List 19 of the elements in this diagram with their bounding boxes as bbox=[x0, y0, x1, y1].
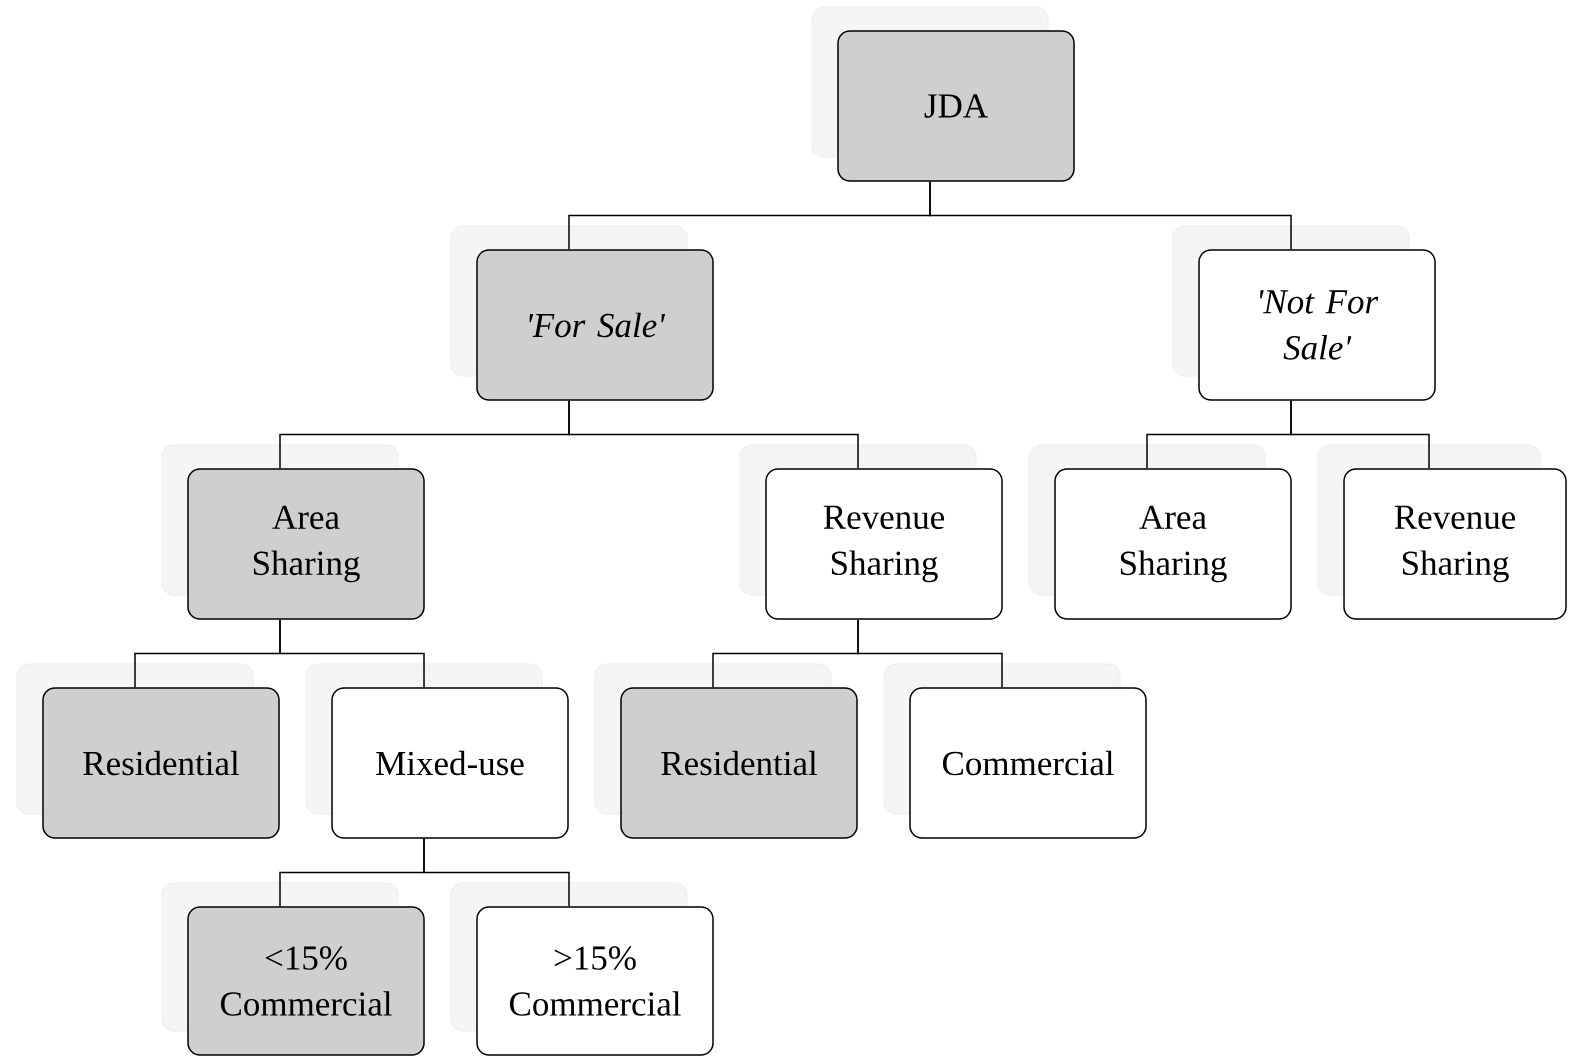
category-box: 'Not For Sale' bbox=[1172, 225, 1436, 401]
category-box: Residential bbox=[594, 663, 858, 839]
category-box: JDA bbox=[811, 6, 1075, 182]
connector bbox=[857, 619, 1003, 688]
category-box: <15% Commercial bbox=[161, 882, 425, 1056]
category-box: Commercial bbox=[883, 663, 1147, 839]
category-box: 'For Sale' bbox=[450, 225, 714, 401]
category-box: Revenue Sharing bbox=[1317, 444, 1567, 620]
connector bbox=[423, 838, 570, 907]
connector bbox=[279, 619, 425, 688]
category-box: Area Sharing bbox=[161, 444, 425, 620]
category-box: Revenue Sharing bbox=[739, 444, 1003, 620]
connector bbox=[568, 400, 859, 469]
category-box: Mixed-use bbox=[305, 663, 569, 839]
connector bbox=[1290, 400, 1430, 469]
category-box: Residential bbox=[16, 663, 280, 839]
category-box: Area Sharing bbox=[1028, 444, 1292, 620]
category-box: >15% Commercial bbox=[450, 882, 714, 1056]
connector bbox=[929, 181, 1292, 250]
